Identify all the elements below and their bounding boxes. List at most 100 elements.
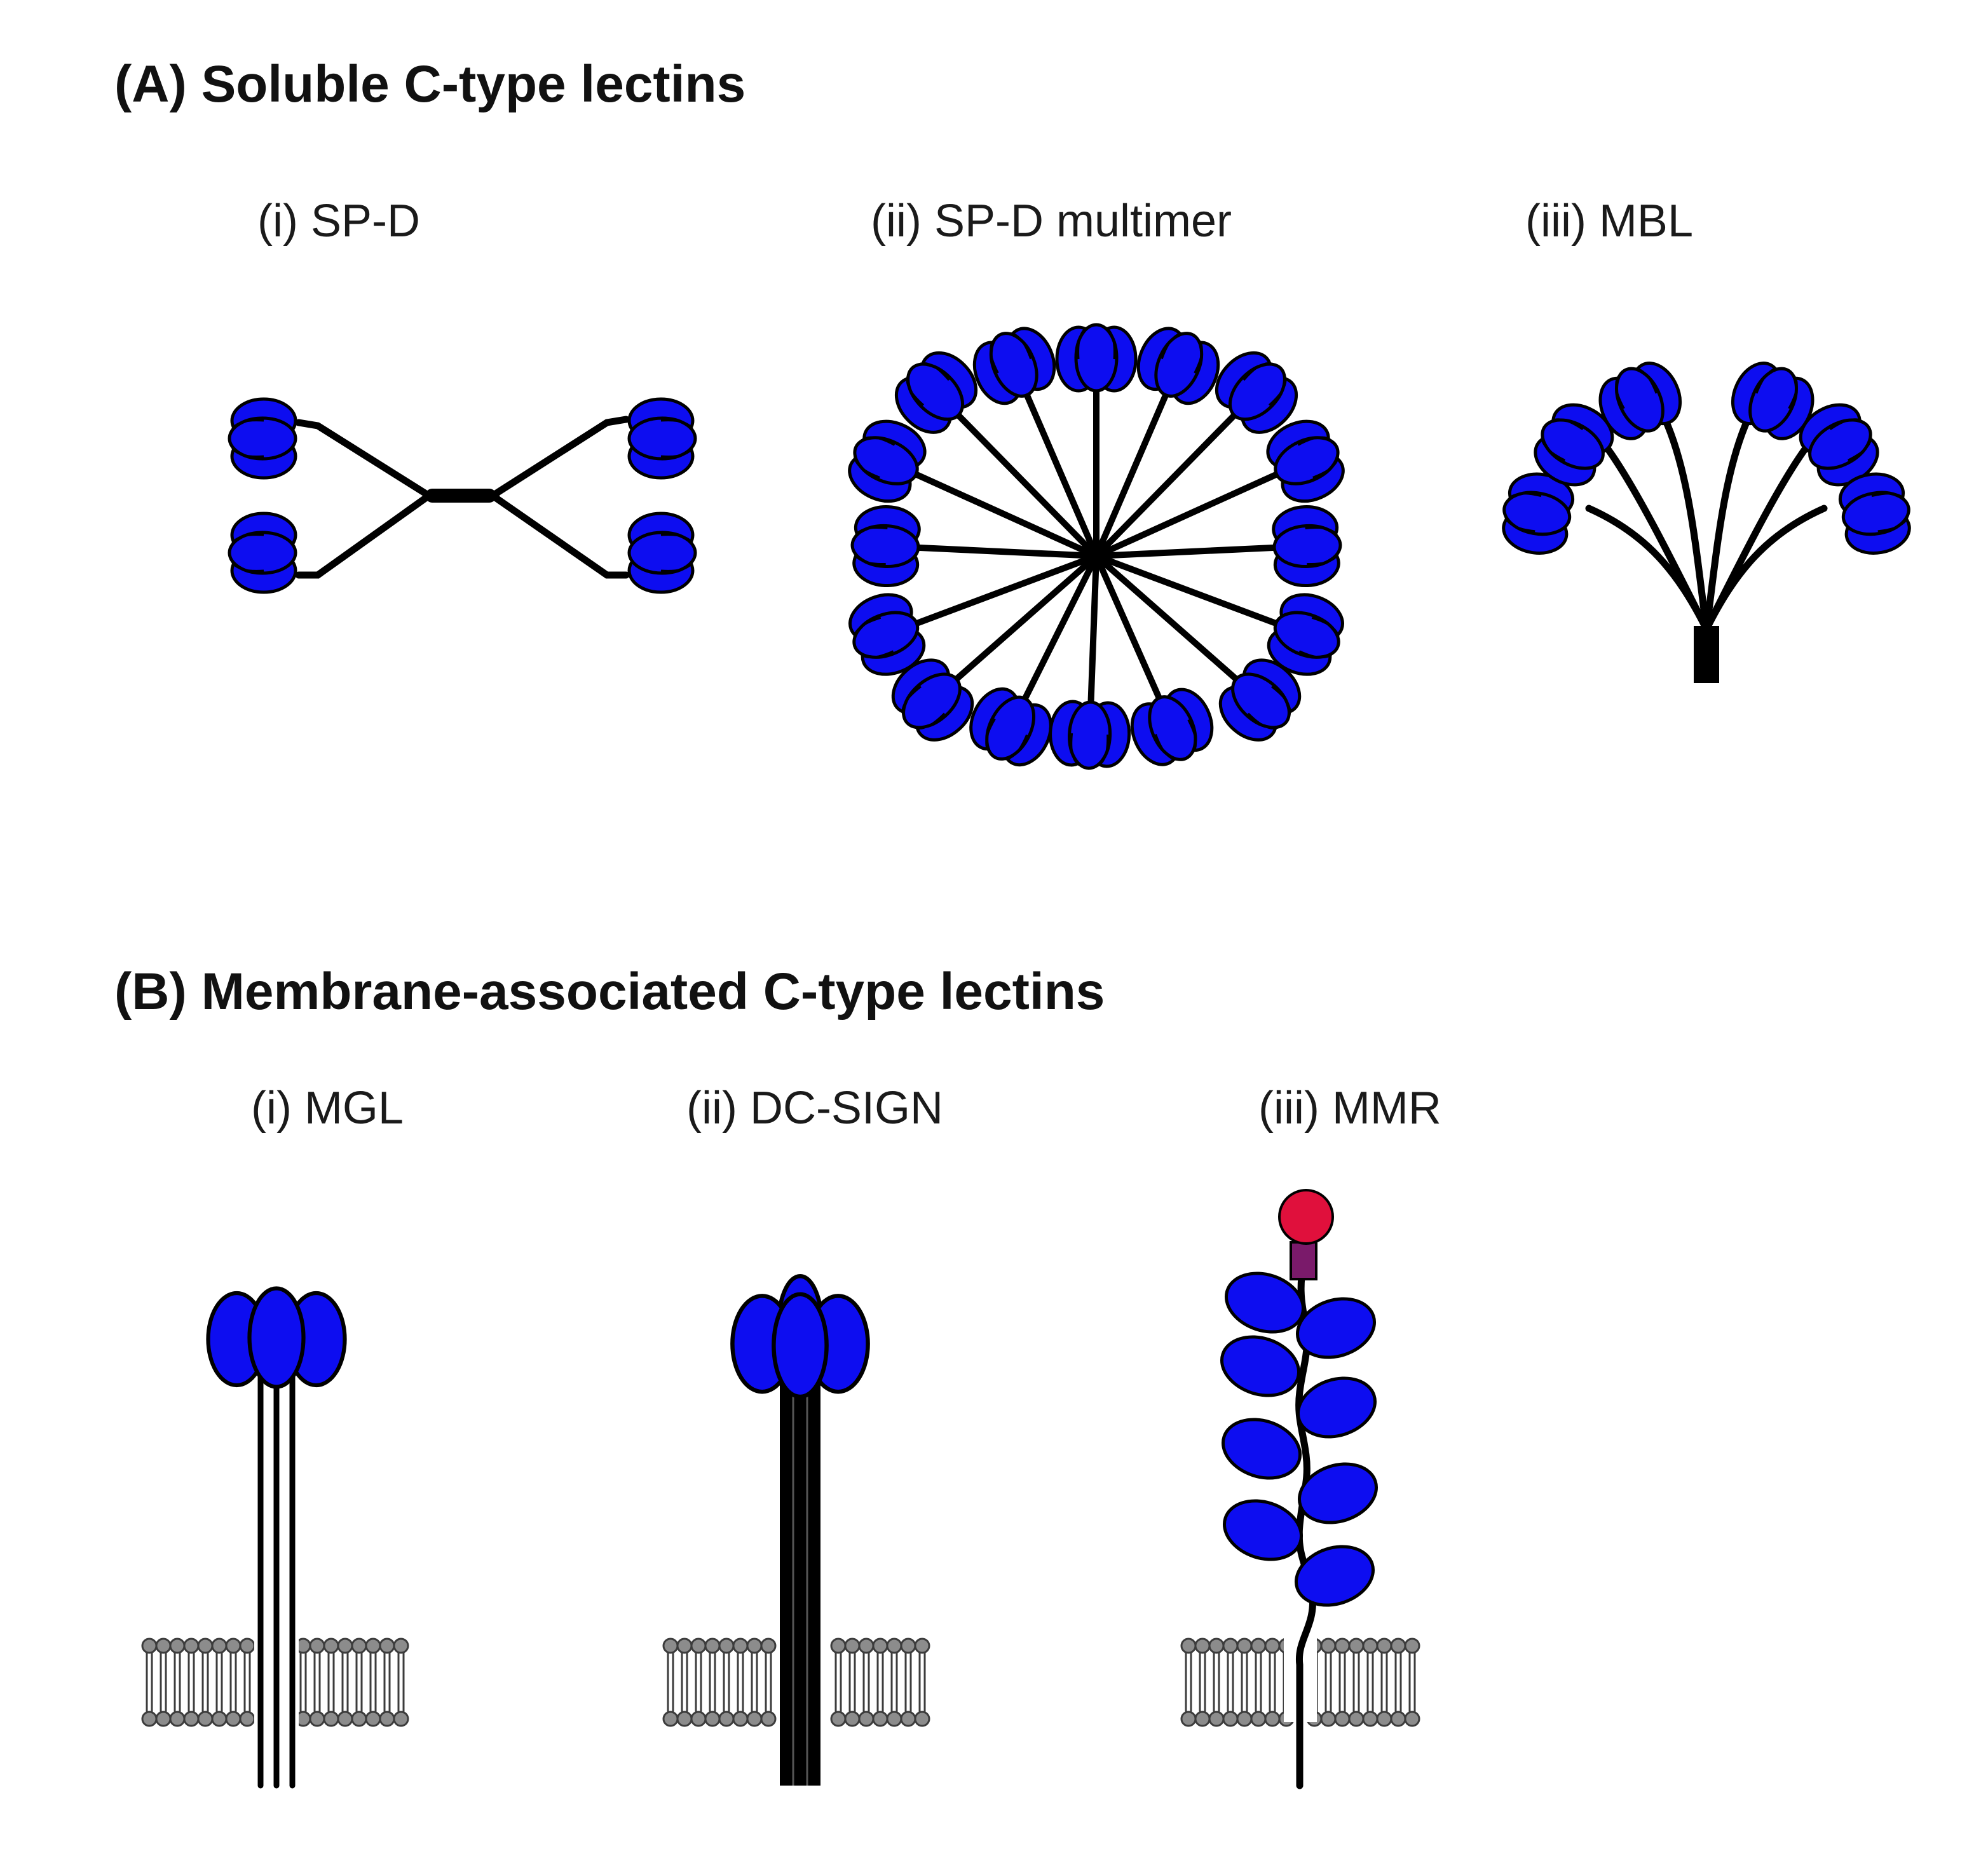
panel-label-dc-sign: (ii) DC-SIGN [686,1083,943,1134]
lipid [760,1638,777,1684]
lipid [225,1681,242,1727]
lipid [886,1681,902,1727]
lipid [1236,1638,1253,1684]
crd-domain [1224,1272,1305,1334]
lipid [1376,1638,1392,1684]
lipid [337,1681,353,1727]
lipid [746,1681,763,1727]
spoke [1093,553,1162,702]
lipid [1320,1681,1337,1727]
crd-head [1129,319,1228,411]
lipid [1390,1681,1406,1727]
spoke [1023,391,1100,559]
lipid [914,1681,930,1727]
lipid [1264,1638,1281,1684]
lipid [1404,1681,1420,1727]
spoke [1021,553,1100,702]
spoke [1093,553,1239,682]
lipid [704,1638,721,1684]
lipid [872,1681,888,1727]
lipid [1348,1638,1365,1684]
lipid [1362,1681,1379,1727]
lipid [197,1638,214,1684]
lipid [365,1681,381,1727]
lipid [900,1638,916,1684]
lipid [1390,1638,1406,1684]
lipid [1250,1681,1267,1727]
hub [1089,548,1104,564]
lipid [900,1681,916,1727]
crd-head [629,399,695,478]
crd-domain [1221,1418,1302,1480]
mmr-cysteine-rich-domain [1278,1189,1334,1245]
crd-head [206,1286,347,1389]
lipid [858,1681,875,1727]
lipid [676,1638,693,1684]
crd-domain [1222,1499,1304,1561]
lipid [1180,1681,1197,1727]
lipid [351,1681,367,1727]
lipid [393,1638,409,1684]
lipid [732,1638,749,1684]
lipid [1376,1681,1392,1727]
lipid [1320,1638,1337,1684]
mmr-fibronectin-domain [1290,1241,1317,1280]
lipid [704,1681,721,1727]
lipid [1334,1638,1351,1684]
lipid [1404,1638,1420,1684]
lipid [1348,1681,1365,1727]
crd-head [730,1273,870,1399]
lipid [1334,1681,1351,1727]
spoke [1093,471,1280,559]
lipid [690,1638,707,1684]
lipid [1208,1638,1225,1684]
sp-d-structure [229,399,695,592]
lipid [1194,1681,1211,1727]
lipid [760,1681,777,1727]
panel-label-sp-d-multimer: (ii) SP-D multimer [871,196,1232,247]
lipid [676,1681,693,1727]
lipid [1222,1681,1239,1727]
lipid [872,1638,888,1684]
lipid [844,1638,861,1684]
lipid [1222,1638,1239,1684]
lipid [351,1638,367,1684]
lipid [844,1681,861,1727]
lipid [183,1681,200,1727]
crd-head [850,505,920,587]
crd-domain [1295,1297,1377,1359]
crd-head [1837,469,1916,558]
lipid [830,1638,847,1684]
lipid [323,1638,339,1684]
crd-head [1272,505,1342,587]
lipid [914,1638,930,1684]
lipid [1208,1681,1225,1727]
mmr-structure [1220,1189,1379,1789]
crd-head [1049,701,1131,770]
lipid [155,1681,172,1727]
spoke [955,412,1100,559]
spoke [1093,544,1278,559]
crd-domain [1296,1376,1377,1439]
section-b-title: (B) Membrane-associated C-type lectins [114,963,1105,1021]
lipid [1362,1638,1379,1684]
spoke [953,553,1100,682]
spoke [1093,553,1279,627]
spoke [1093,391,1169,559]
lipid [183,1638,200,1684]
crd-head [629,513,695,592]
crd-head [960,681,1060,775]
crd-head [1123,682,1222,774]
lipid [1236,1681,1253,1727]
lipid [379,1681,395,1727]
lipid [169,1681,186,1727]
panel-label-mgl: (i) MGL [251,1083,404,1134]
lipid [690,1681,707,1727]
spoke [913,471,1100,559]
section-a-title: (A) Soluble C-type lectins [114,55,746,113]
spoke [913,553,1100,627]
spoke [915,544,1100,559]
dc-sign-stalk [780,1379,820,1786]
panel-label-mbl: (iii) MBL [1525,196,1693,247]
